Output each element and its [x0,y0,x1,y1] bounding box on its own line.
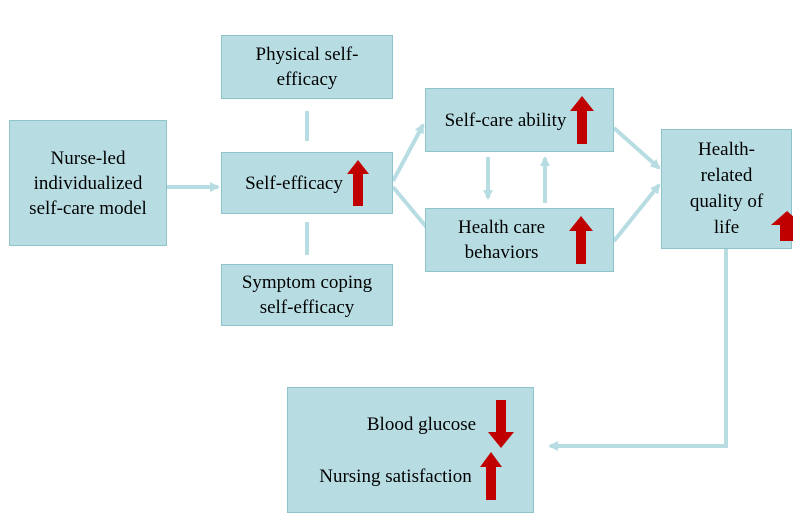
connector-self-efficacy-to-ability [391,123,425,182]
self-efficacy-box: Self-efficacy [221,152,393,214]
symptom-coping-self-efficacy-label: Symptom coping self-efficacy [241,272,373,318]
nursing-satisfaction-label: Nursing satisfaction [319,465,472,487]
increase-arrow-icon [479,452,502,500]
connector-ability-to-hrqol [612,126,661,170]
increase-arrow-icon [568,216,593,264]
health-care-behaviors-box: Health care behaviors [425,208,614,272]
physical-self-efficacy-box: Physical self-efficacy [221,35,393,99]
increase-arrow-icon [770,211,793,241]
hrqol-box: Health-related quality of life [661,129,793,249]
nurse-model-box: Nurse-led individualized self-care model [9,120,167,246]
increase-arrow-icon [570,96,595,144]
increase-arrow-icon [346,160,369,206]
connector-behaviors-to-hrqol [612,183,661,243]
physical-self-efficacy-label: Physical self-efficacy [255,44,359,90]
self-efficacy-label: Self-efficacy [245,172,343,194]
connector-hrqol-to-outcomes [548,249,728,451]
self-care-ability-box: Self-care ability [425,88,614,152]
blood-glucose-label: Blood glucose [366,413,477,435]
symptom-coping-self-efficacy-box: Symptom coping self-efficacy [221,264,393,326]
outcomes-box: Blood glucose Nursing satisfaction [287,387,534,513]
decrease-arrow-icon [488,400,515,448]
nurse-model-label: Nurse-led individualized self-care model [29,147,147,219]
self-care-ability-label: Self-care ability [444,109,567,131]
hrqol-label: Health-related quality of life [689,139,764,238]
health-care-behaviors-label: Health care behaviors [457,217,546,263]
